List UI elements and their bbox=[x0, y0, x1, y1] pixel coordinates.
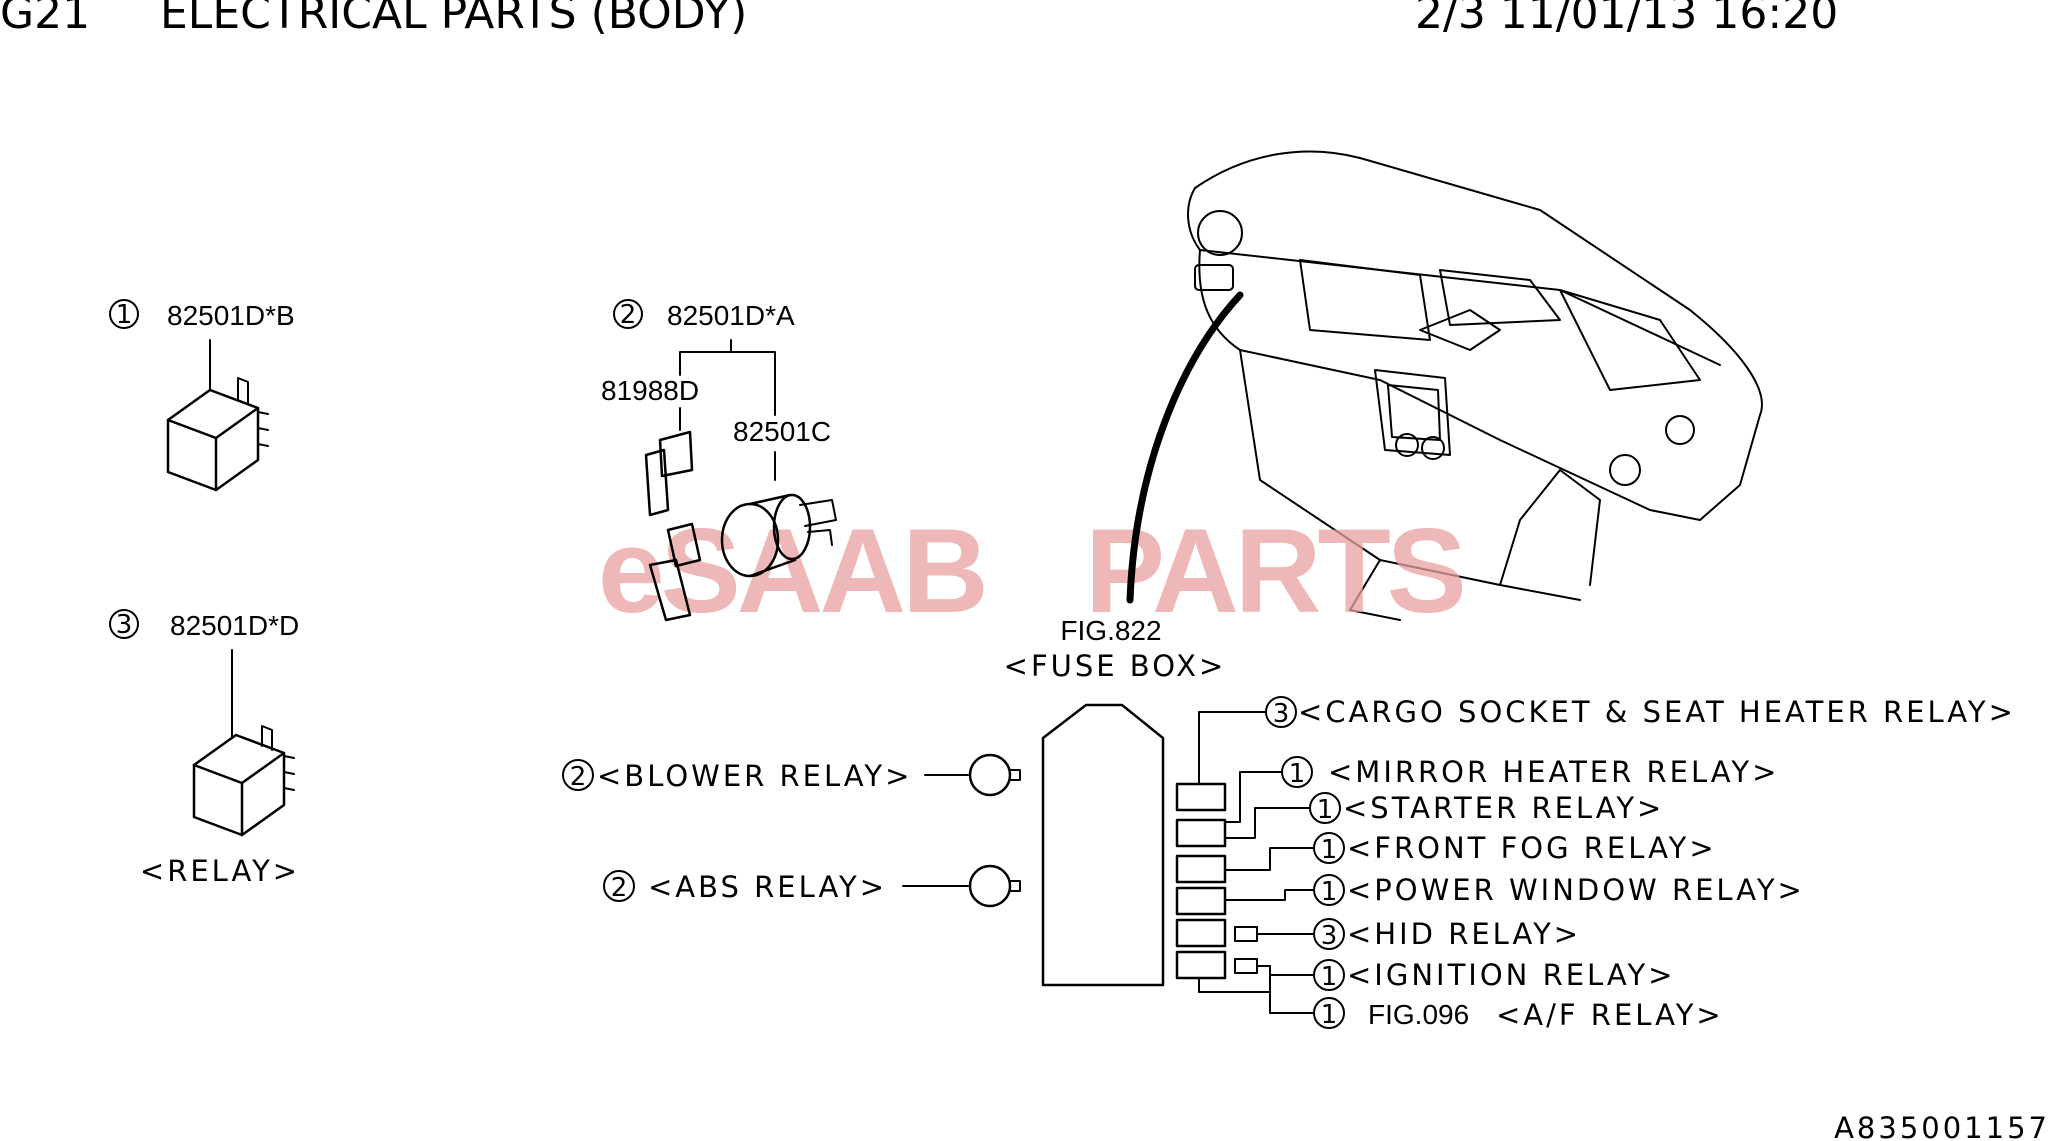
callout-circle bbox=[109, 299, 139, 329]
svg-text:1: 1 bbox=[1317, 795, 1334, 825]
relay-slots bbox=[1175, 782, 1258, 980]
bracket-icon bbox=[644, 430, 702, 622]
dashboard-illustration bbox=[1187, 150, 1763, 621]
relay-icon bbox=[166, 377, 269, 492]
fuse-box-label: <FUSE BOX> bbox=[1004, 649, 1227, 683]
right-relay-7[interactable]: 1 FIG.096 <A/F RELAY> bbox=[1313, 997, 1724, 1032]
callout-circle bbox=[109, 609, 139, 639]
relay-label: <MIRROR HEATER RELAY> bbox=[1328, 755, 1779, 789]
relay-label: <BLOWER RELAY> bbox=[597, 759, 912, 793]
relay-label: <STARTER RELAY> bbox=[1343, 791, 1664, 825]
harness-wire bbox=[1126, 291, 1244, 604]
relay-label: <HID RELAY> bbox=[1347, 917, 1581, 951]
relay-caption: <RELAY> bbox=[140, 854, 300, 888]
right-relay-3[interactable]: 1 <FRONT FOG RELAY> bbox=[1313, 831, 1717, 865]
svg-text:1: 1 bbox=[1289, 759, 1306, 789]
svg-text:1: 1 bbox=[1321, 962, 1338, 992]
relay-fig: FIG.096 bbox=[1368, 999, 1469, 1030]
relay-label: <A/F RELAY> bbox=[1496, 998, 1724, 1032]
right-leaders bbox=[1198, 711, 1314, 1014]
right-relay-4[interactable]: 1 <POWER WINDOW RELAY> bbox=[1313, 873, 1805, 907]
svg-text:1: 1 bbox=[1321, 1000, 1338, 1030]
svg-text:1: 1 bbox=[1321, 835, 1338, 865]
relay-label: <ABS RELAY> bbox=[648, 870, 887, 904]
fuse-box[interactable]: FIG.822 <FUSE BOX> bbox=[1004, 615, 1227, 987]
relay-label: <FRONT FOG RELAY> bbox=[1347, 831, 1717, 865]
right-relay-0[interactable]: 3 <CARGO SOCKET & SEAT HEATER RELAY> bbox=[1265, 695, 2016, 729]
part-82501d-d[interactable]: 3 82501D*D <RELAY> bbox=[109, 609, 300, 888]
fuse-box-fig: FIG.822 bbox=[1060, 615, 1161, 646]
left-relay-1[interactable]: 2 <ABS RELAY> bbox=[603, 864, 1021, 908]
relay-part-number: 82501C bbox=[733, 416, 831, 447]
right-relay-6[interactable]: 1 <IGNITION RELAY> bbox=[1313, 958, 1675, 992]
callout-circle bbox=[613, 299, 643, 329]
svg-text:2: 2 bbox=[570, 762, 587, 792]
page-info: 2/3 11/01/13 16:20 bbox=[1415, 0, 1839, 39]
diagram-title: ELECTRICAL PARTS (BODY) bbox=[160, 0, 748, 39]
svg-text:1: 1 bbox=[116, 300, 133, 330]
relay-icon bbox=[192, 725, 295, 837]
diagram-reference: A835001157 bbox=[1834, 1111, 2050, 1141]
relay-label: <POWER WINDOW RELAY> bbox=[1347, 873, 1805, 907]
svg-text:3: 3 bbox=[1273, 699, 1290, 729]
part-number: 82501D*D bbox=[170, 610, 299, 641]
part-number: 82501D*A bbox=[667, 300, 795, 331]
watermark-prefix: eSAAB bbox=[598, 504, 985, 638]
left-relay-0[interactable]: 2 <BLOWER RELAY> bbox=[562, 753, 1021, 797]
svg-text:2: 2 bbox=[620, 300, 637, 330]
svg-text:1: 1 bbox=[1321, 877, 1338, 907]
svg-text:3: 3 bbox=[116, 610, 133, 640]
diagram-code: G21 bbox=[0, 0, 91, 39]
bracket-part-number: 81988D bbox=[601, 375, 699, 406]
relay-c-icon bbox=[720, 493, 837, 578]
watermark-suffix: PARTS bbox=[1085, 504, 1463, 638]
right-relay-2[interactable]: 1 <STARTER RELAY> bbox=[1309, 791, 1664, 825]
watermark-logo: eSAAB PARTS bbox=[598, 504, 1467, 638]
part-82501d-a[interactable]: 2 82501D*A 81988D 82501C bbox=[601, 299, 837, 622]
relay-label: <IGNITION RELAY> bbox=[1347, 958, 1675, 992]
part-82501d-b[interactable]: 1 82501D*B bbox=[109, 299, 295, 492]
right-relay-5[interactable]: 3 <HID RELAY> bbox=[1313, 917, 1581, 951]
relay-label: <CARGO SOCKET & SEAT HEATER RELAY> bbox=[1298, 695, 2016, 729]
right-relay-1[interactable]: 1 <MIRROR HEATER RELAY> bbox=[1281, 755, 1779, 789]
svg-text:2: 2 bbox=[611, 873, 628, 903]
part-number: 82501D*B bbox=[167, 300, 295, 331]
svg-text:3: 3 bbox=[1321, 921, 1338, 951]
